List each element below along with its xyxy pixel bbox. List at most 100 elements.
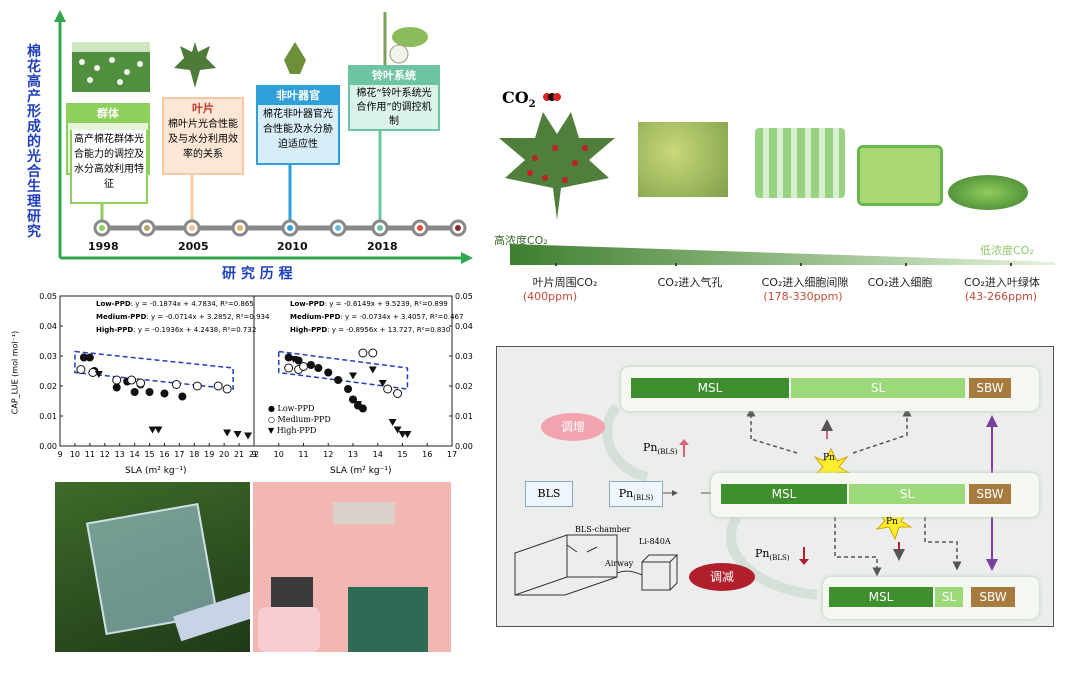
data-point-low — [284, 353, 293, 362]
mesophyll-image — [755, 128, 845, 198]
leaf-icon — [174, 42, 216, 88]
airway-label: Airway — [605, 559, 634, 568]
big-leaf-image — [499, 112, 615, 220]
data-point-high — [289, 356, 298, 363]
eq-text: : y = -0.1936x + 4.2438, R²=0.732 — [133, 326, 257, 334]
eq-name: High-PPD — [96, 326, 134, 334]
y-tick-label: 0.05 — [39, 292, 57, 301]
co2-step-label: CO₂进入细胞间隙 — [761, 276, 849, 289]
data-point-low — [306, 361, 315, 369]
data-point-low — [358, 404, 367, 413]
data-point-low — [334, 376, 343, 384]
y-tick-label: 0.02 — [455, 382, 473, 391]
x-tick-label: 11 — [85, 450, 95, 459]
equation-row: Medium-PPD: y = -0.0714x + 3.2852, R²=0.… — [96, 311, 269, 324]
field-measurement-photo — [55, 482, 250, 652]
bls-box: BLS — [525, 481, 573, 507]
legend-item: ● Low-PPD — [268, 404, 315, 413]
year-label: 2010 — [277, 240, 308, 253]
legend-label: Low-PPD — [277, 404, 315, 413]
eq-name: Medium-PPD — [96, 313, 147, 321]
pn-text: Pn — [755, 547, 770, 560]
grouping-box — [74, 350, 234, 390]
y-tick-label: 0.02 — [39, 382, 57, 391]
x-tick-label: 9 — [251, 450, 256, 459]
gradient-wedge — [510, 244, 1055, 266]
burst-label: Pn — [886, 517, 898, 527]
x-tick-label: 16 — [422, 450, 432, 459]
x-tick-label: 19 — [204, 450, 214, 459]
data-point-low — [112, 383, 121, 392]
legend-label: Medium-PPD — [277, 415, 331, 424]
year-label: 2018 — [367, 240, 398, 253]
burst-label: Pn — [823, 453, 835, 463]
data-point-medium — [358, 348, 368, 358]
data-point-low — [79, 353, 88, 362]
bar-sl-top: SL — [791, 378, 965, 398]
x-tick-label: 17 — [447, 450, 457, 459]
year-label: 1998 — [88, 240, 119, 253]
x-tick-label: 22 — [249, 450, 259, 459]
bls-chamber-label: BLS-chamber — [575, 525, 631, 534]
equation-row: Medium-PPD: y = -0.0734x + 3.4057, R²=0.… — [290, 311, 463, 324]
pn-sub: (BLS) — [769, 554, 790, 563]
bar-sbw-middle: SBW — [969, 484, 1011, 504]
data-point-high — [403, 431, 412, 438]
lab-measurement-photo — [253, 482, 451, 652]
data-point-medium — [192, 381, 202, 391]
data-point-low — [178, 392, 187, 401]
x-tick-label: 15 — [397, 450, 407, 459]
data-point-medium — [368, 348, 378, 358]
data-point-high — [94, 371, 103, 378]
x-tick-label: 10 — [70, 450, 80, 459]
data-point-medium — [299, 362, 308, 371]
timeline-xlabel: 研 究 历 程 — [222, 266, 293, 282]
legend-item: ▼ High-PPD — [268, 426, 317, 435]
y-tick-label: 0.01 — [39, 412, 57, 421]
bar-sbw-top: SBW — [969, 378, 1011, 398]
x-tick-label: 12 — [100, 450, 110, 459]
data-point-medium — [112, 375, 122, 385]
x-tick-label: 10 — [274, 450, 284, 459]
eq-text: : y = -0.0714x + 3.2852, R²=0.934 — [146, 313, 270, 321]
data-point-low — [324, 368, 333, 377]
card-body: 棉花“铃叶系统光合作用”的调控机制 — [356, 88, 432, 127]
co2-molecule-icon — [543, 93, 561, 101]
pn-label-up: Pn(BLS) — [643, 441, 678, 456]
bar-msl-top: MSL — [631, 378, 789, 398]
x-tick-label: 13 — [348, 450, 358, 459]
x-tick-label: 20 — [219, 450, 229, 459]
co2-step-label: CO₂进入细胞 — [867, 276, 933, 289]
regulation-schematic: MSL SL SBW MSL SL SBW MSL SL SBW 调增 调减 P… — [496, 346, 1054, 627]
card-header: 非叶器官 — [258, 87, 338, 105]
legend-label: High-PPD — [276, 426, 317, 435]
pn-sub: (BLS) — [657, 448, 678, 457]
x-tick-label: 16 — [159, 450, 169, 459]
right-equations: Low-PPD: y = -0.6149x + 9.5239, R²=0.899… — [290, 298, 463, 337]
card-body: 棉叶片光合性能及与水分利用效率的关系 — [168, 119, 238, 160]
x-tick-label: 14 — [130, 450, 140, 459]
boll-icon — [284, 42, 306, 74]
data-point-low — [344, 385, 353, 393]
high-conc-label: 高浓度CO₂ — [494, 234, 548, 247]
data-point-medium — [127, 375, 137, 385]
x-tick-label: 15 — [144, 450, 154, 459]
data-point-high — [378, 380, 387, 387]
eq-text: : y = -0.6149x + 9.5239, R²=0.899 — [324, 300, 448, 308]
up-arrow-icon — [679, 439, 689, 457]
eq-name: High-PPD — [290, 326, 328, 334]
eq-text: : y = -0.8956x + 13.727, R²=0.830 — [327, 326, 451, 334]
x-tick-label: 12 — [323, 450, 333, 459]
equation-row: Low-PPD: y = -0.6149x + 9.5239, R²=0.899 — [290, 298, 463, 311]
data-point-low — [145, 388, 154, 396]
scatter-xlabel-right: SLA (m² kg⁻¹) — [330, 466, 392, 476]
bar-sl-bottom: SL — [935, 587, 963, 607]
data-point-medium — [284, 363, 294, 373]
cotton-field-image — [72, 42, 150, 92]
upregulate-badge: 调增 — [541, 413, 605, 441]
data-point-low — [160, 389, 169, 398]
legend-item: ○ Medium-PPD — [268, 415, 331, 424]
data-point-medium — [88, 368, 98, 377]
data-point-high — [353, 401, 362, 408]
co2-step-label: CO₂进入叶绿体 — [964, 276, 1040, 289]
